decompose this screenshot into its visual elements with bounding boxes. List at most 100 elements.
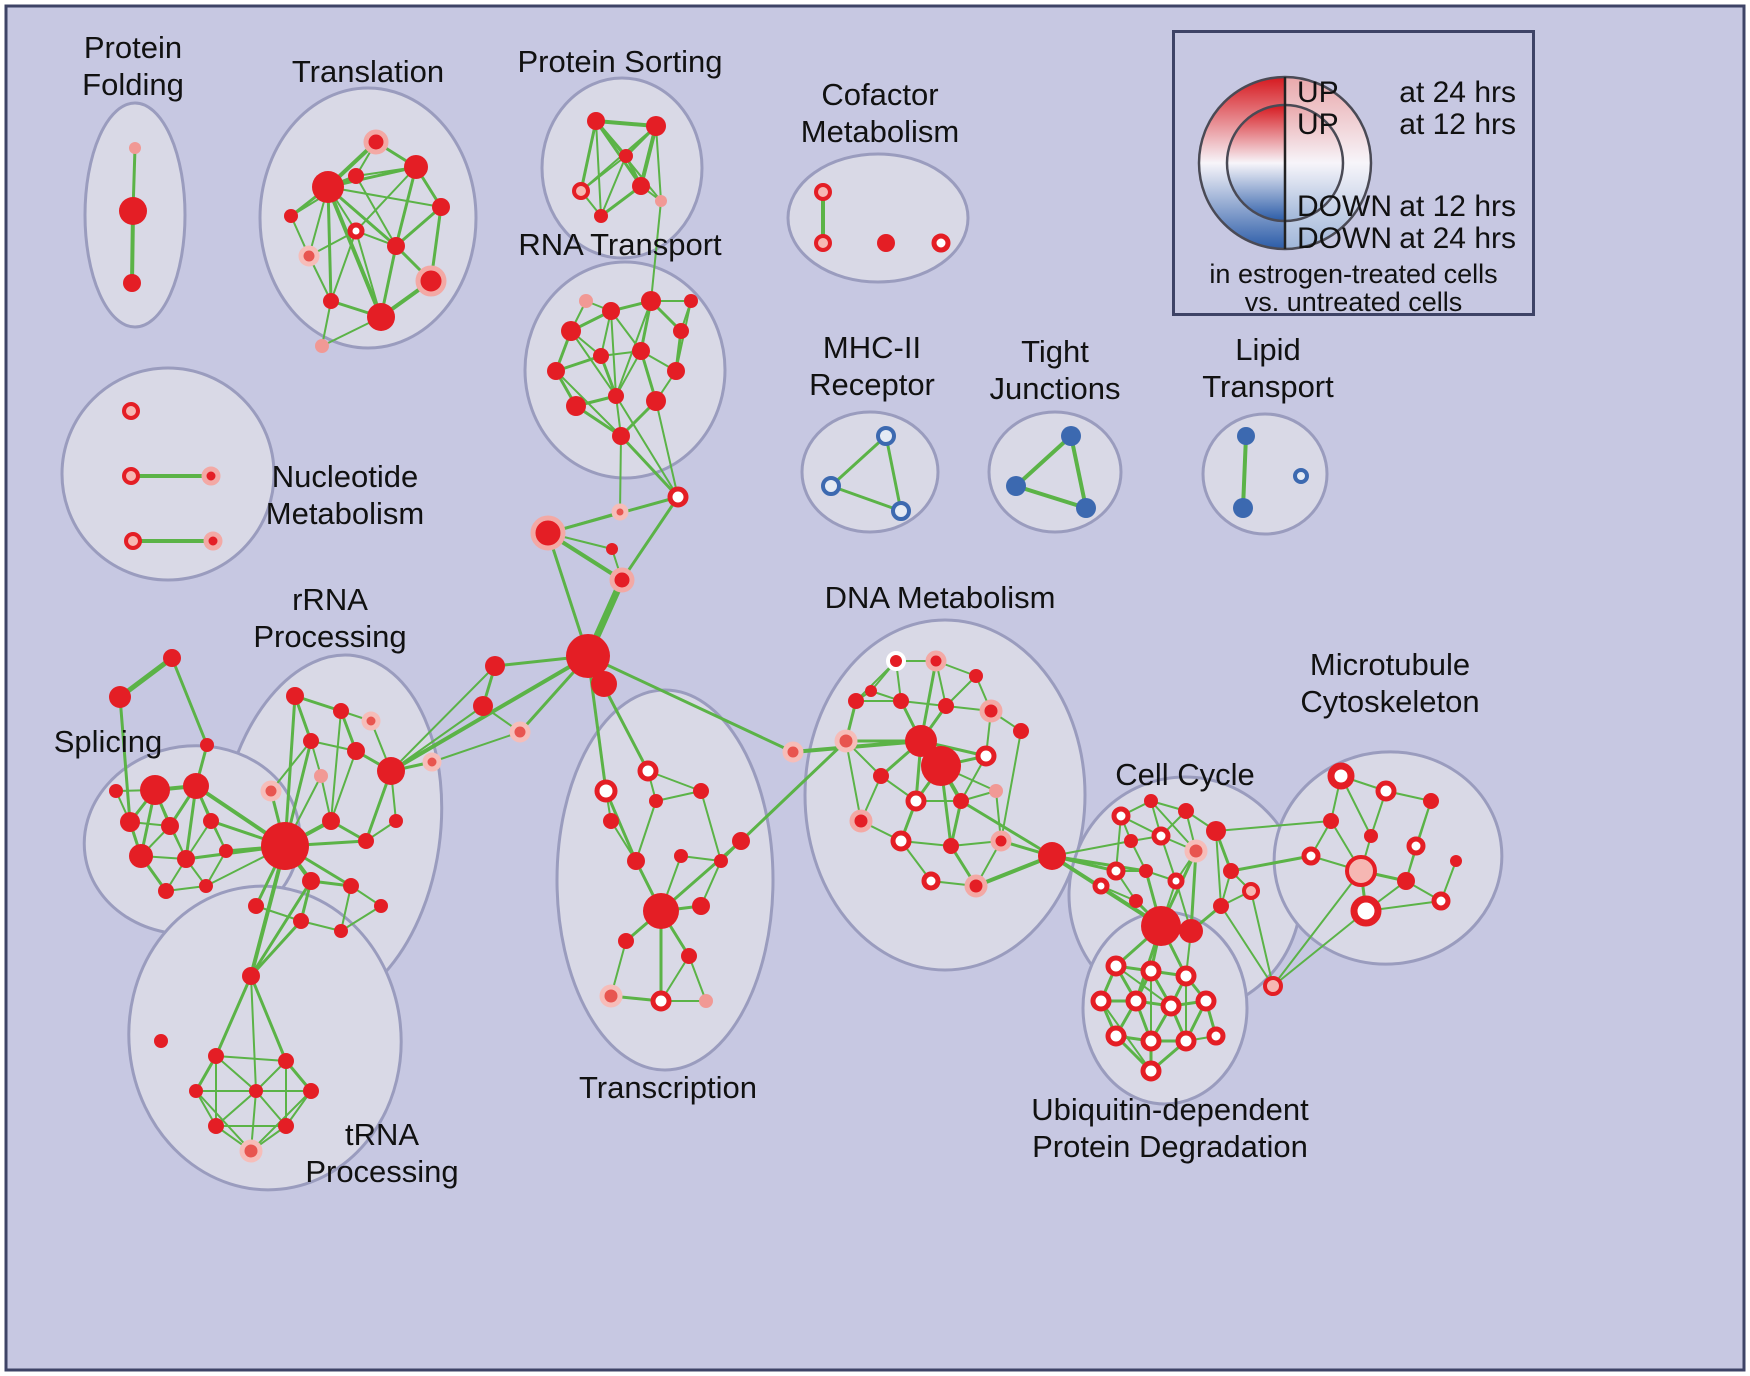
network-edge (355, 166, 417, 232)
cluster-label-cofactor-metabolism: Metabolism (801, 114, 960, 149)
network-node (637, 760, 659, 782)
network-node (1160, 995, 1182, 1017)
network-edge (829, 434, 888, 488)
network-node (886, 651, 906, 671)
network-node (1213, 898, 1229, 914)
network-edge (1241, 434, 1248, 510)
network-node (1206, 821, 1226, 841)
network-node (1175, 1030, 1197, 1052)
network-node (1151, 826, 1171, 846)
network-edge (655, 125, 662, 202)
network-node (293, 913, 309, 929)
network-node (208, 1118, 224, 1134)
network-node (1140, 1030, 1162, 1052)
network-node (609, 567, 635, 593)
cluster-label-dna-metabolism: DNA Metabolism (825, 580, 1056, 615)
network-edge (600, 155, 627, 217)
legend-row-up-12: UP at 12 hrs (1175, 109, 1532, 141)
network-edge (688, 955, 707, 1002)
network-node (242, 967, 260, 985)
network-node (367, 303, 395, 331)
network-node (646, 116, 666, 136)
network-node (322, 812, 340, 830)
network-node (606, 543, 618, 555)
network-node (432, 198, 450, 216)
network-node (177, 850, 195, 868)
network-edge (1014, 484, 1088, 510)
network-edge (340, 905, 382, 932)
network-node (1140, 1060, 1162, 1082)
network-node (1013, 723, 1029, 739)
network-node (1139, 864, 1153, 878)
network-node (1301, 846, 1321, 866)
network-node (877, 234, 895, 252)
network-node (943, 838, 959, 854)
network-node (284, 209, 298, 223)
network-node (1423, 793, 1439, 809)
network-edge (330, 710, 342, 822)
network-edge (615, 395, 679, 498)
network-node (632, 177, 650, 195)
network-edge (390, 705, 484, 772)
network-node (361, 711, 381, 731)
network-node (681, 948, 697, 964)
network-node (363, 129, 389, 155)
network-node (684, 294, 698, 308)
network-edge (330, 230, 357, 302)
network-node (1406, 836, 1426, 856)
network-edge (118, 695, 132, 824)
network-edge (570, 330, 617, 397)
legend-row-up-24: UP at 24 hrs (1175, 77, 1532, 109)
network-edge (619, 434, 680, 499)
network-node (603, 813, 619, 829)
network-node (1375, 780, 1397, 802)
network-edge (326, 185, 383, 319)
network-node (975, 745, 997, 767)
cluster-ellipse-mhc-ii-receptor (800, 410, 940, 534)
legend-down12-direction: DOWN (1297, 190, 1392, 223)
network-edge (270, 740, 312, 792)
network-node (1233, 498, 1253, 518)
network-node (1350, 895, 1382, 927)
network-node (312, 171, 344, 203)
cluster-ellipse-transcription (555, 688, 775, 1072)
network-node (1175, 965, 1197, 987)
network-edge (959, 799, 1054, 858)
cluster-ellipse-trna-processing (127, 884, 403, 1192)
network-node (591, 671, 617, 697)
legend-inner-left-half (1227, 105, 1285, 221)
cluster-label-protein-folding: Protein (84, 30, 182, 65)
network-node (579, 294, 593, 308)
network-edge (620, 495, 680, 582)
cluster-label-splicing: Splicing (54, 724, 163, 759)
network-node (161, 817, 179, 835)
network-node (1195, 990, 1217, 1012)
network-node (509, 721, 531, 743)
network-node (1092, 877, 1110, 895)
network-edge (215, 1055, 287, 1062)
cluster-label-protein-folding: Folding (82, 67, 184, 102)
network-node (343, 878, 359, 894)
legend: UP at 24 hrs UP at 12 hrs DOWN at 12 hrs… (1172, 30, 1535, 317)
network-node (123, 274, 141, 292)
network-node (1140, 960, 1162, 982)
network-node (873, 768, 889, 784)
legend-up12-direction: UP (1297, 108, 1339, 141)
network-node (1111, 806, 1131, 826)
network-node (1431, 891, 1451, 911)
cluster-label-mhc-ii-receptor: MHC-II (823, 330, 921, 365)
network-node (1124, 834, 1138, 848)
network-node (347, 742, 365, 760)
cluster-label-tight-junctions: Junctions (990, 371, 1121, 406)
legend-dial-icon (1197, 75, 1373, 251)
network-node (925, 650, 947, 672)
network-node (1345, 855, 1377, 887)
network-node (618, 933, 634, 949)
network-node (374, 899, 388, 913)
network-node (619, 149, 633, 163)
legend-down12-time: at 12 hrs (1399, 190, 1516, 223)
legend-down24-time: at 24 hrs (1399, 222, 1516, 255)
network-node (239, 1139, 263, 1163)
network-node (893, 693, 909, 709)
network-edge (580, 155, 627, 192)
